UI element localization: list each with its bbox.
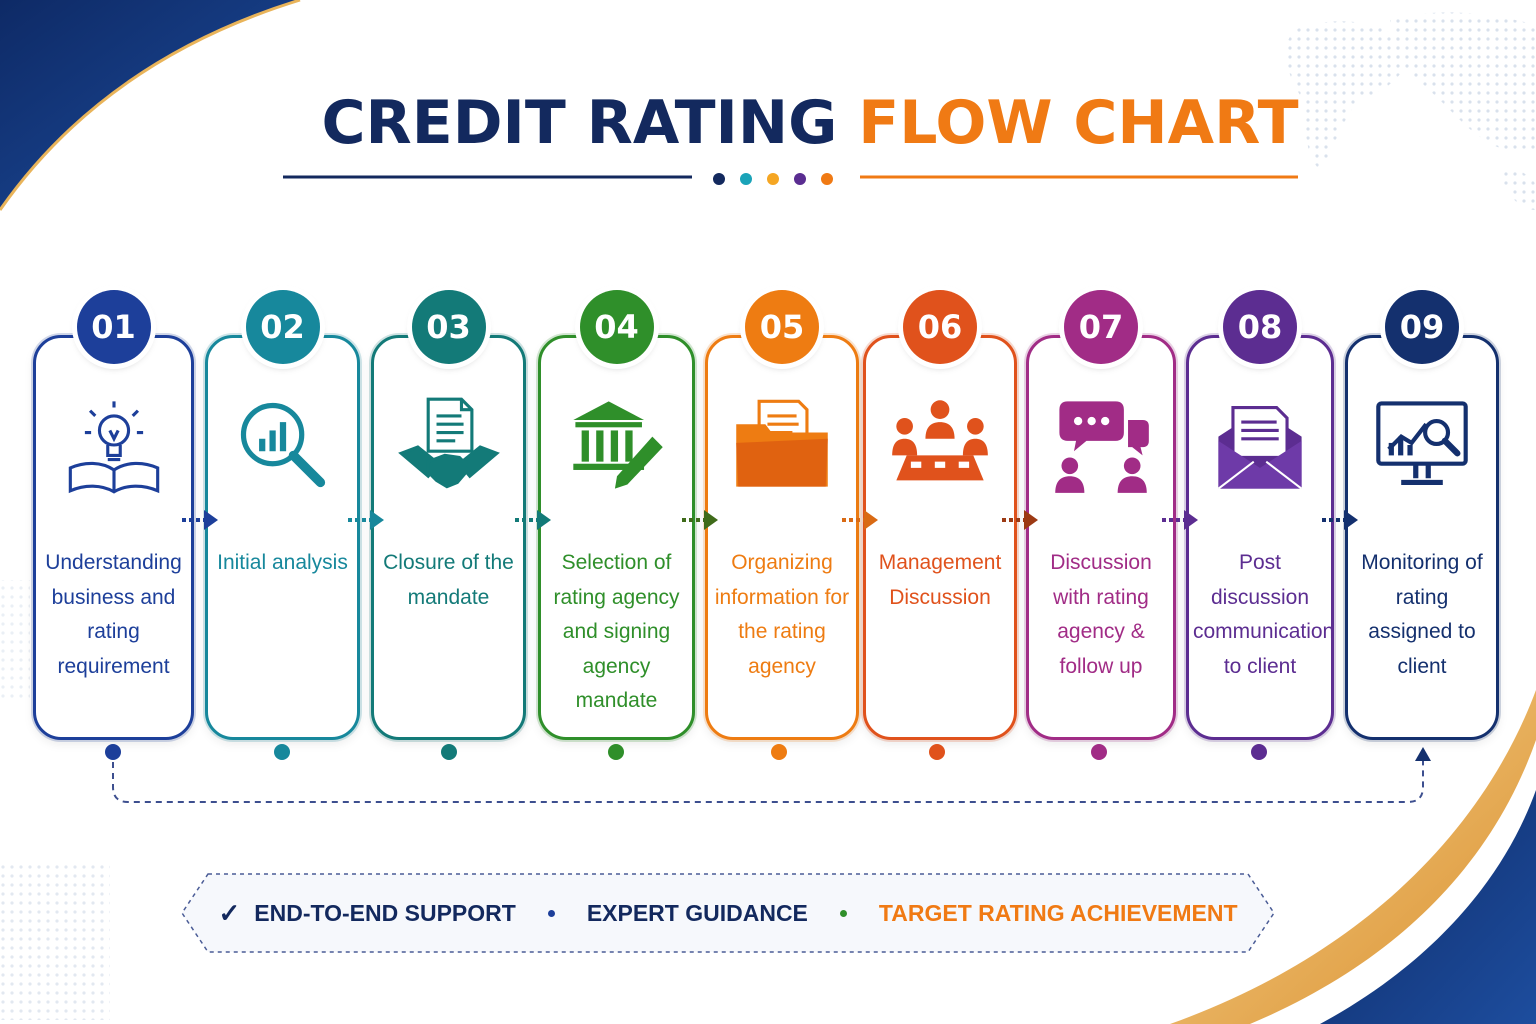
- step-label: Closure of the mandate: [383, 551, 514, 609]
- divider-dot: [767, 173, 779, 185]
- title-part-orange: FLOW CHART: [858, 88, 1299, 158]
- footer-item-label: TARGET RATING ACHIEVEMENT: [878, 899, 1238, 926]
- bullet-separator: [547, 909, 555, 917]
- step-number-badge: 07: [1064, 290, 1138, 364]
- divider-dot: [740, 173, 752, 185]
- divider-dot: [794, 173, 806, 185]
- connector-dot: [1091, 744, 1107, 760]
- step-number-badge: 03: [411, 290, 486, 364]
- footer-item-target-rating: TARGET RATING ACHIEVEMENT: [879, 900, 1238, 927]
- bullet-separator: [839, 909, 847, 917]
- footer-banner: [181, 873, 1275, 953]
- step-label: Monitoring of rating assigned to client: [1361, 551, 1483, 678]
- title-divider-dots: [713, 173, 843, 187]
- step-card-07: 07 Discussion with rating agency & follo…: [1026, 290, 1176, 740]
- arrow-right-icon: [1162, 510, 1198, 530]
- monitor-analytics-icon: [1376, 401, 1468, 486]
- step-connector: [112, 747, 1431, 803]
- step-label: Initial analysis: [217, 551, 348, 574]
- step-label: Understanding business and rating requir…: [45, 551, 182, 678]
- arrow-right-icon: [682, 510, 718, 530]
- step-card-03: 03 Closure of the mandate: [371, 290, 526, 740]
- footer-item-expert-guidance: EXPERT GUIDANCE: [587, 900, 808, 927]
- step-label: Discussion with rating agency & follow u…: [1050, 551, 1152, 678]
- step-number-badge: 04: [579, 290, 654, 364]
- lightbulb-book-icon: [68, 401, 159, 494]
- arrow-right-icon: [1002, 510, 1038, 530]
- page-title: CREDIT RATING FLOW CHART: [0, 88, 1536, 158]
- step-card-04: 04 Selection of rating agency and signin…: [538, 290, 695, 740]
- meeting-table-icon: [892, 400, 988, 481]
- step-number-badge: 06: [903, 290, 977, 364]
- bank-pen-icon: [572, 401, 663, 489]
- footer-item-end-to-end: ✓ END-TO-END SUPPORT: [218, 898, 515, 929]
- step-label: Selection of rating agency and signing a…: [553, 551, 680, 712]
- connector-dot: [441, 744, 457, 760]
- magnifier-chart-icon: [240, 402, 325, 488]
- divider-dot: [821, 173, 833, 185]
- step-number-badge: 08: [1223, 290, 1297, 364]
- arrow-right-icon: [348, 510, 384, 530]
- step-label: Post discussion communication to client: [1193, 551, 1335, 678]
- connector-dot: [771, 744, 787, 760]
- step-card-02: 02 Initial analysis: [205, 290, 360, 740]
- connector-dot: [105, 744, 121, 760]
- arrow-right-icon: [1322, 510, 1358, 530]
- step-label: Organizing information for the rating ag…: [714, 551, 850, 678]
- connector-dot: [929, 744, 945, 760]
- step-label: Management Discussion: [878, 551, 1002, 609]
- arrow-right-icon: [842, 510, 878, 530]
- footer-highlights: ✓ END-TO-END SUPPORT EXPERT GUIDANCE TAR…: [180, 872, 1276, 954]
- title-part-navy: CREDIT RATING: [321, 88, 838, 158]
- step-card-08: 08 Post discussion communication to clie…: [1186, 290, 1335, 740]
- divider-dot: [713, 173, 725, 185]
- handshake-document-icon: [397, 397, 500, 489]
- footer-item-label: END-TO-END SUPPORT: [254, 899, 516, 926]
- connector-dot: [608, 744, 624, 760]
- step-number-badge: 09: [1385, 290, 1459, 364]
- checkmark-icon: ✓: [218, 897, 241, 928]
- step-number-badge: 01: [76, 290, 151, 364]
- connector-dot: [274, 744, 290, 760]
- chat-people-icon: [1055, 401, 1149, 493]
- step-card-09: 09 Monitoring of rating assigned to clie…: [1345, 290, 1499, 740]
- folder-documents-icon: [736, 399, 828, 487]
- step-number-badge: 02: [245, 290, 320, 364]
- arrow-right-icon: [182, 510, 218, 530]
- step-card-01: 01 Understanding business and rating req…: [33, 290, 194, 740]
- arrow-right-icon: [515, 510, 551, 530]
- footer-item-label: EXPERT GUIDANCE: [586, 899, 808, 926]
- step-number-badge: 05: [745, 290, 819, 364]
- step-card-06: 06 Management Discussion: [863, 290, 1017, 740]
- connector-dot: [1251, 744, 1267, 760]
- step-card-05: 05 Organizing information for the rating…: [705, 290, 859, 740]
- envelope-letter-icon: [1217, 406, 1303, 490]
